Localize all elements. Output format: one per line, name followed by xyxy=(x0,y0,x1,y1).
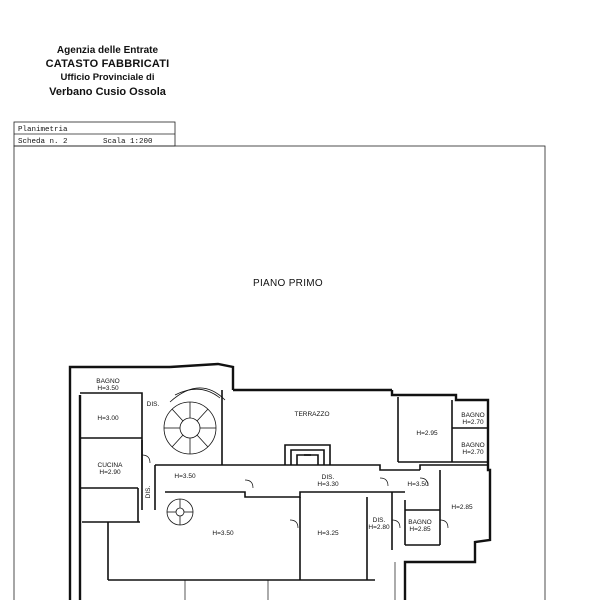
label-bagno-3-height: H=2.70 xyxy=(462,419,484,426)
label-corridor-height: H=3.50 xyxy=(407,481,429,488)
label-dis-2: DIS. xyxy=(145,485,152,498)
label-dis-1: DIS. xyxy=(147,401,160,408)
drawing-frame xyxy=(13,145,546,600)
label-dis-3: DIS. xyxy=(322,474,335,481)
cadastre-header: Agenzia delle Entrate CATASTO FABBRICATI… xyxy=(0,44,215,100)
spiral-staircase xyxy=(163,387,226,455)
label-room-c-height: H=2.95 xyxy=(416,430,438,437)
label-dis-4: DIS. xyxy=(373,517,386,524)
sheet-scale: Scala 1:200 xyxy=(103,138,153,146)
label-main-room-height: H=3.50 xyxy=(212,530,234,537)
label-terrazzo: TERRAZZO xyxy=(294,411,329,418)
province-name: Verbano Cusio Ossola xyxy=(49,86,166,98)
label-bagno-4: BAGNO xyxy=(461,442,484,449)
label-bagno-2-height: H=2.85 xyxy=(409,526,431,533)
label-bagno-2: BAGNO xyxy=(408,519,431,526)
label-room-a-height: H=3.00 xyxy=(97,415,119,422)
registry-name: CATASTO FABBRICATI xyxy=(45,58,170,70)
label-dis-3-height: H=3.30 xyxy=(317,481,339,488)
label-room-d-height: H=2.85 xyxy=(451,504,473,511)
floor-title: PIANO PRIMO xyxy=(253,278,323,289)
exterior-walls xyxy=(68,362,492,600)
label-bagno-4-height: H=2.70 xyxy=(462,449,484,456)
label-bagno-1: BAGNO xyxy=(96,378,119,385)
small-staircase xyxy=(166,498,194,526)
label-bagno-3: BAGNO xyxy=(461,412,484,419)
label-room-b-height: H=3.25 xyxy=(317,530,339,537)
label-hall-height: H=3.50 xyxy=(174,473,196,480)
label-cucina-height: H=2.90 xyxy=(99,469,121,476)
label-cucina: CUCINA xyxy=(98,462,124,469)
interior-walls xyxy=(80,390,488,581)
sheet-planimetria: Planimetria xyxy=(18,126,68,134)
door-marks xyxy=(141,454,449,600)
label-dis-4-height: H=2.80 xyxy=(368,524,390,531)
label-bagno-1-height: H=3.50 xyxy=(97,385,119,392)
sheet-scheda: Scheda n. 2 xyxy=(18,138,68,146)
agency-name: Agenzia delle Entrate xyxy=(56,45,159,56)
office-label: Ufficio Provinciale di xyxy=(60,72,155,83)
